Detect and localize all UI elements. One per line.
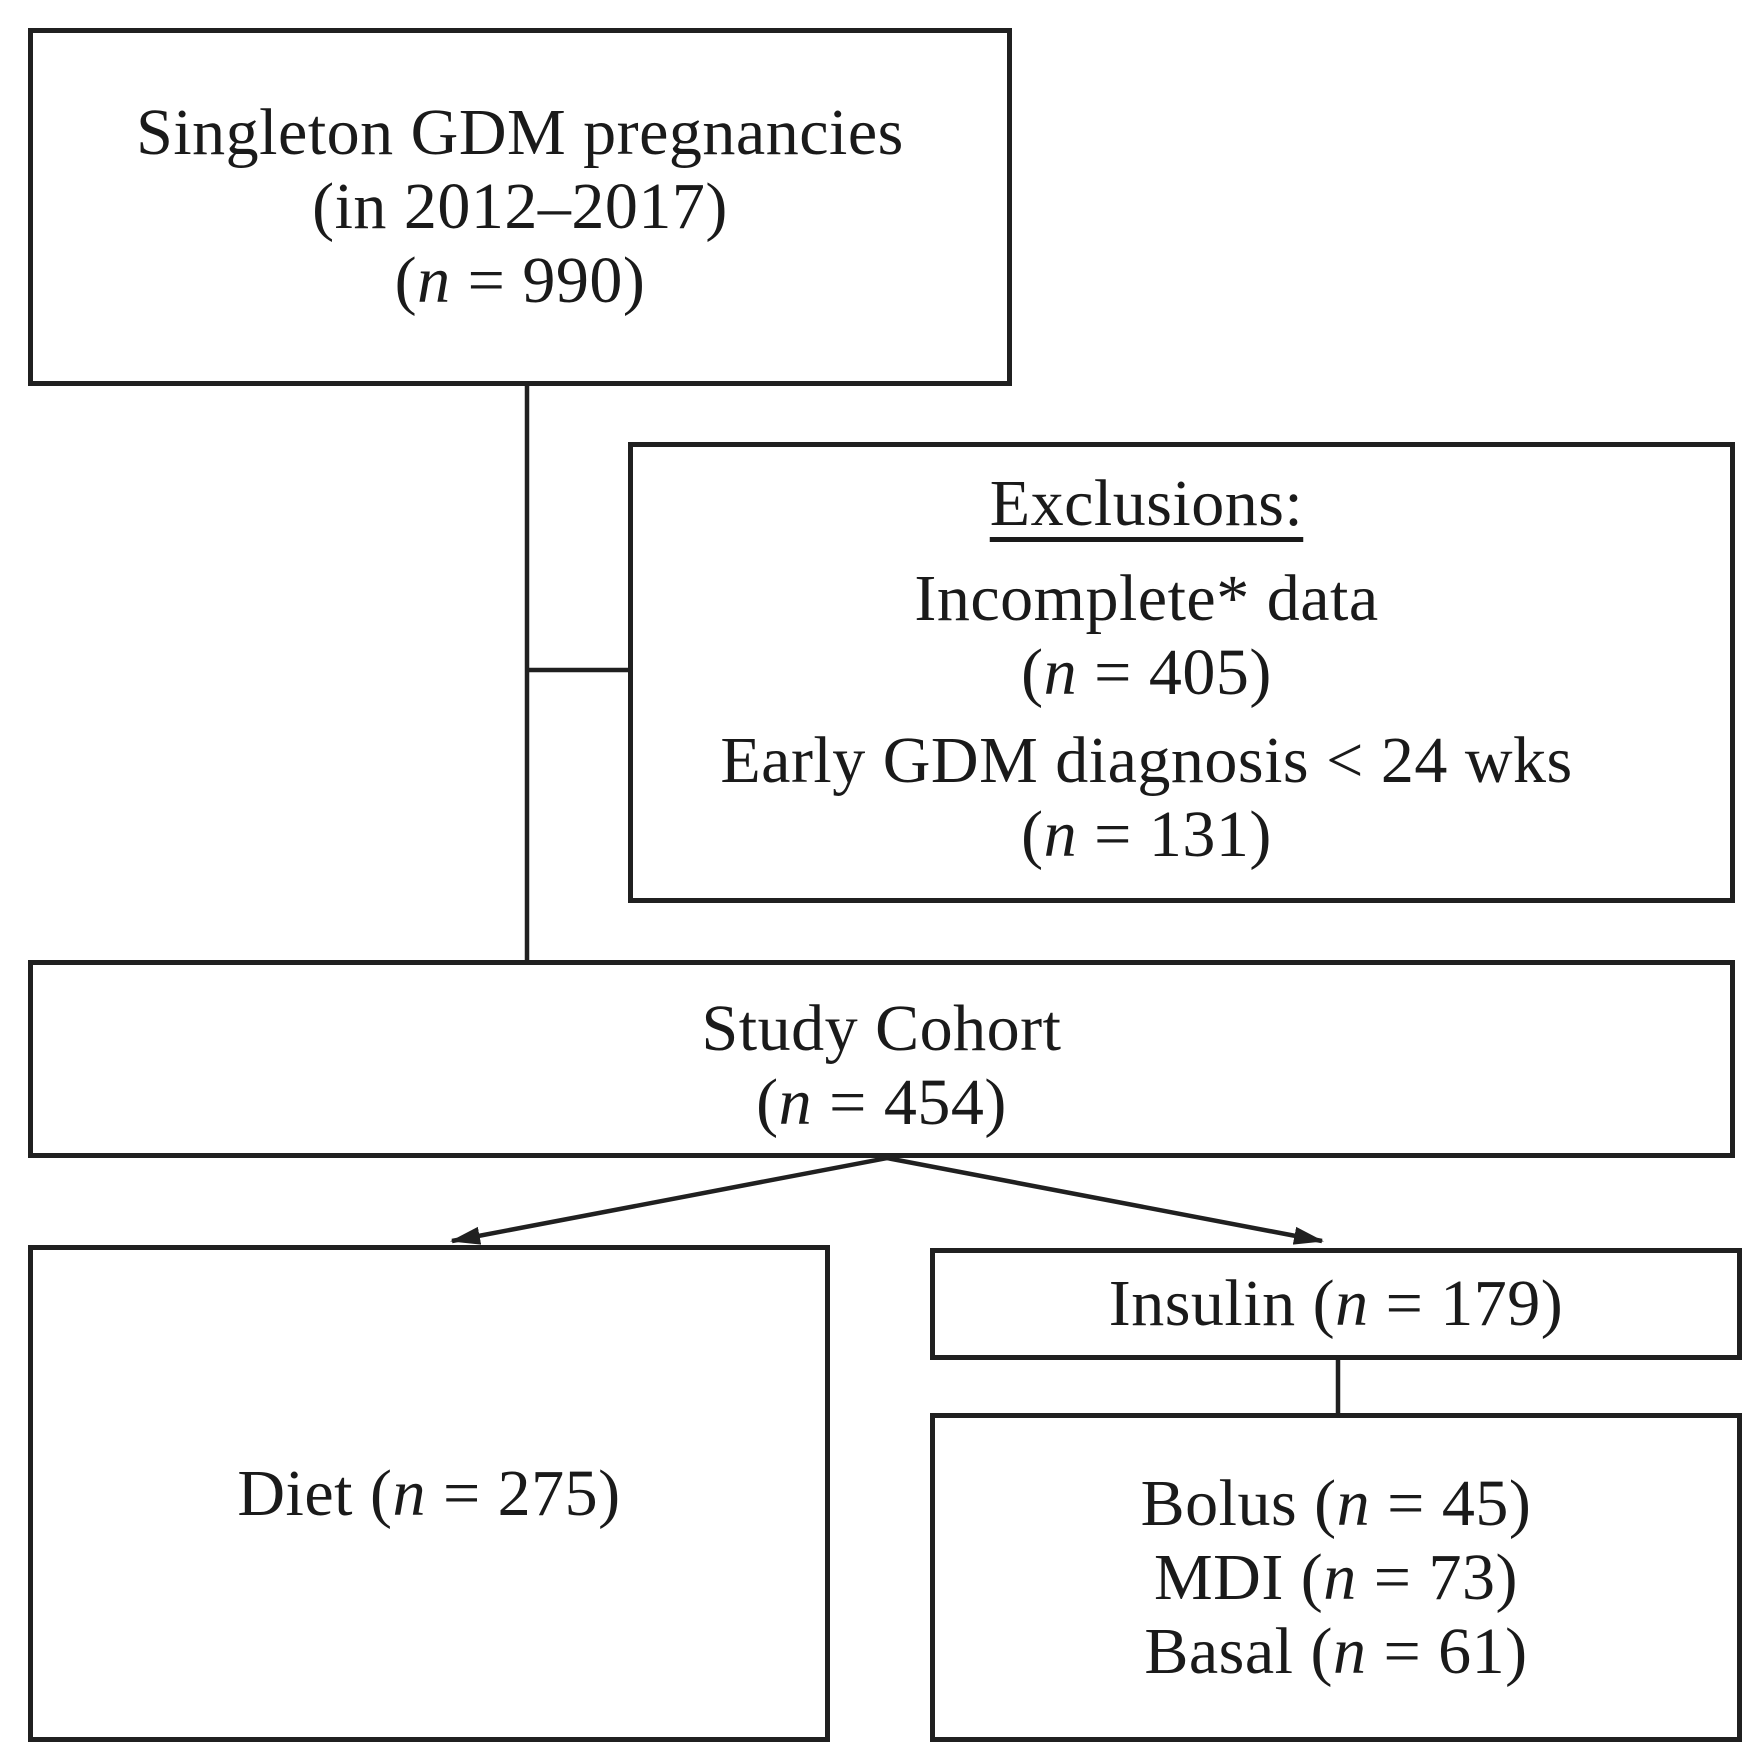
insulin-subtype-basal: Basal (n = 61) — [1144, 1614, 1528, 1688]
insulin-subtypes-box: Bolus (n = 45) MDI (n = 73) Basal (n = 6… — [930, 1413, 1742, 1742]
exclusion-item-count: (n = 405) — [1021, 635, 1272, 709]
exclusions-box: Exclusions: Incomplete* data (n = 405) E… — [628, 442, 1735, 903]
study-cohort-box: Study Cohort (n = 454) — [28, 960, 1735, 1158]
insulin-box: Insulin (n = 179) — [930, 1248, 1742, 1360]
exclusion-item-incomplete-data: Incomplete* data (n = 405) — [914, 562, 1378, 710]
connector-cohort-to-insulin-arrow — [870, 1152, 1324, 1245]
study-cohort-count: (n = 454) — [756, 1066, 1007, 1139]
source-box-line2: (in 2012–2017) — [312, 170, 728, 243]
diet-box: Diet (n = 275) — [28, 1245, 830, 1742]
exclusion-item-label: Early GDM diagnosis < 24 wks — [720, 723, 1573, 797]
insulin-subtype-bolus: Bolus (n = 45) — [1140, 1466, 1532, 1540]
exclusion-item-early-diagnosis: Early GDM diagnosis < 24 wks (n = 131) — [720, 724, 1572, 872]
insulin-label: Insulin (n = 179) — [1108, 1267, 1564, 1340]
diet-label: Diet (n = 275) — [237, 1456, 621, 1530]
exclusions-heading: Exclusions: — [989, 466, 1304, 540]
source-box-count: (n = 990) — [394, 244, 646, 317]
source-box-line1: Singleton GDM pregnancies — [136, 96, 904, 169]
insulin-subtype-mdi: MDI (n = 73) — [1153, 1540, 1518, 1614]
exclusion-item-count: (n = 131) — [1021, 797, 1272, 871]
source-box: Singleton GDM pregnancies (in 2012–2017)… — [28, 28, 1012, 386]
study-cohort-title: Study Cohort — [701, 992, 1062, 1065]
connector-cohort-to-diet-arrow — [450, 1152, 904, 1245]
exclusion-item-label: Incomplete* data — [914, 561, 1379, 635]
